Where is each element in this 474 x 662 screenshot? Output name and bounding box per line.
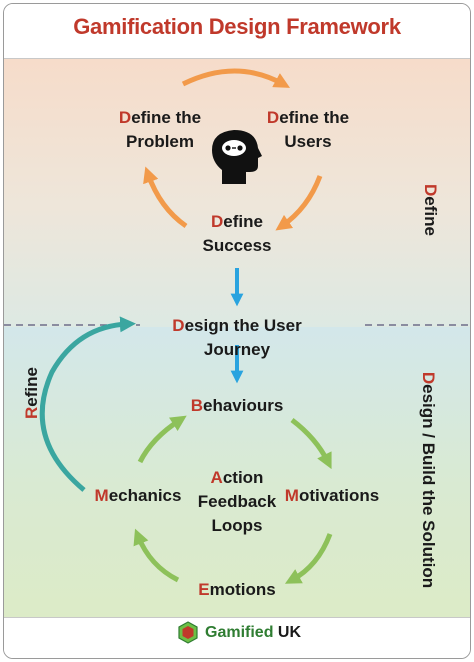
node-behaviours: Behaviours xyxy=(190,396,284,415)
page-title: Gamification Design Framework xyxy=(73,14,401,39)
feedback-loops-label: Feedback Loops xyxy=(197,492,277,535)
brand-name: Gamified UK xyxy=(205,624,302,641)
center-label: Action Feedback Loops xyxy=(197,468,277,535)
side-label-define: Define xyxy=(421,184,440,236)
arrow-users-to-success xyxy=(275,175,323,231)
arrow-motivations-to-emotions xyxy=(284,533,333,584)
footer xyxy=(4,617,470,658)
arrow-mechanics-to-behaviours xyxy=(137,415,187,464)
node-motivations: Motivations xyxy=(284,486,380,505)
arrow-problem-to-users xyxy=(181,68,291,88)
brain-head-icon xyxy=(212,130,262,184)
node-define-problem: Define the Problem xyxy=(118,108,202,151)
node-define-users: Define the Users xyxy=(266,108,350,151)
arrow-emotions-to-mechanics xyxy=(133,528,180,583)
title-bar: Gamification Design Framework xyxy=(4,4,470,59)
arrow-behaviours-to-motivations xyxy=(290,418,332,470)
node-define-success: Define Success xyxy=(202,212,272,255)
node-design-journey: Design the User Journey xyxy=(172,316,302,359)
side-label-refine: Refine xyxy=(22,367,41,419)
side-label-design: Design / Build the Solution xyxy=(419,371,438,589)
node-emotions: Emotions xyxy=(198,580,276,599)
arrow-refine xyxy=(39,316,136,492)
node-mechanics: Mechanics xyxy=(94,486,182,505)
arrow-success-to-problem xyxy=(143,166,188,229)
gamified-uk-logo xyxy=(178,621,198,644)
